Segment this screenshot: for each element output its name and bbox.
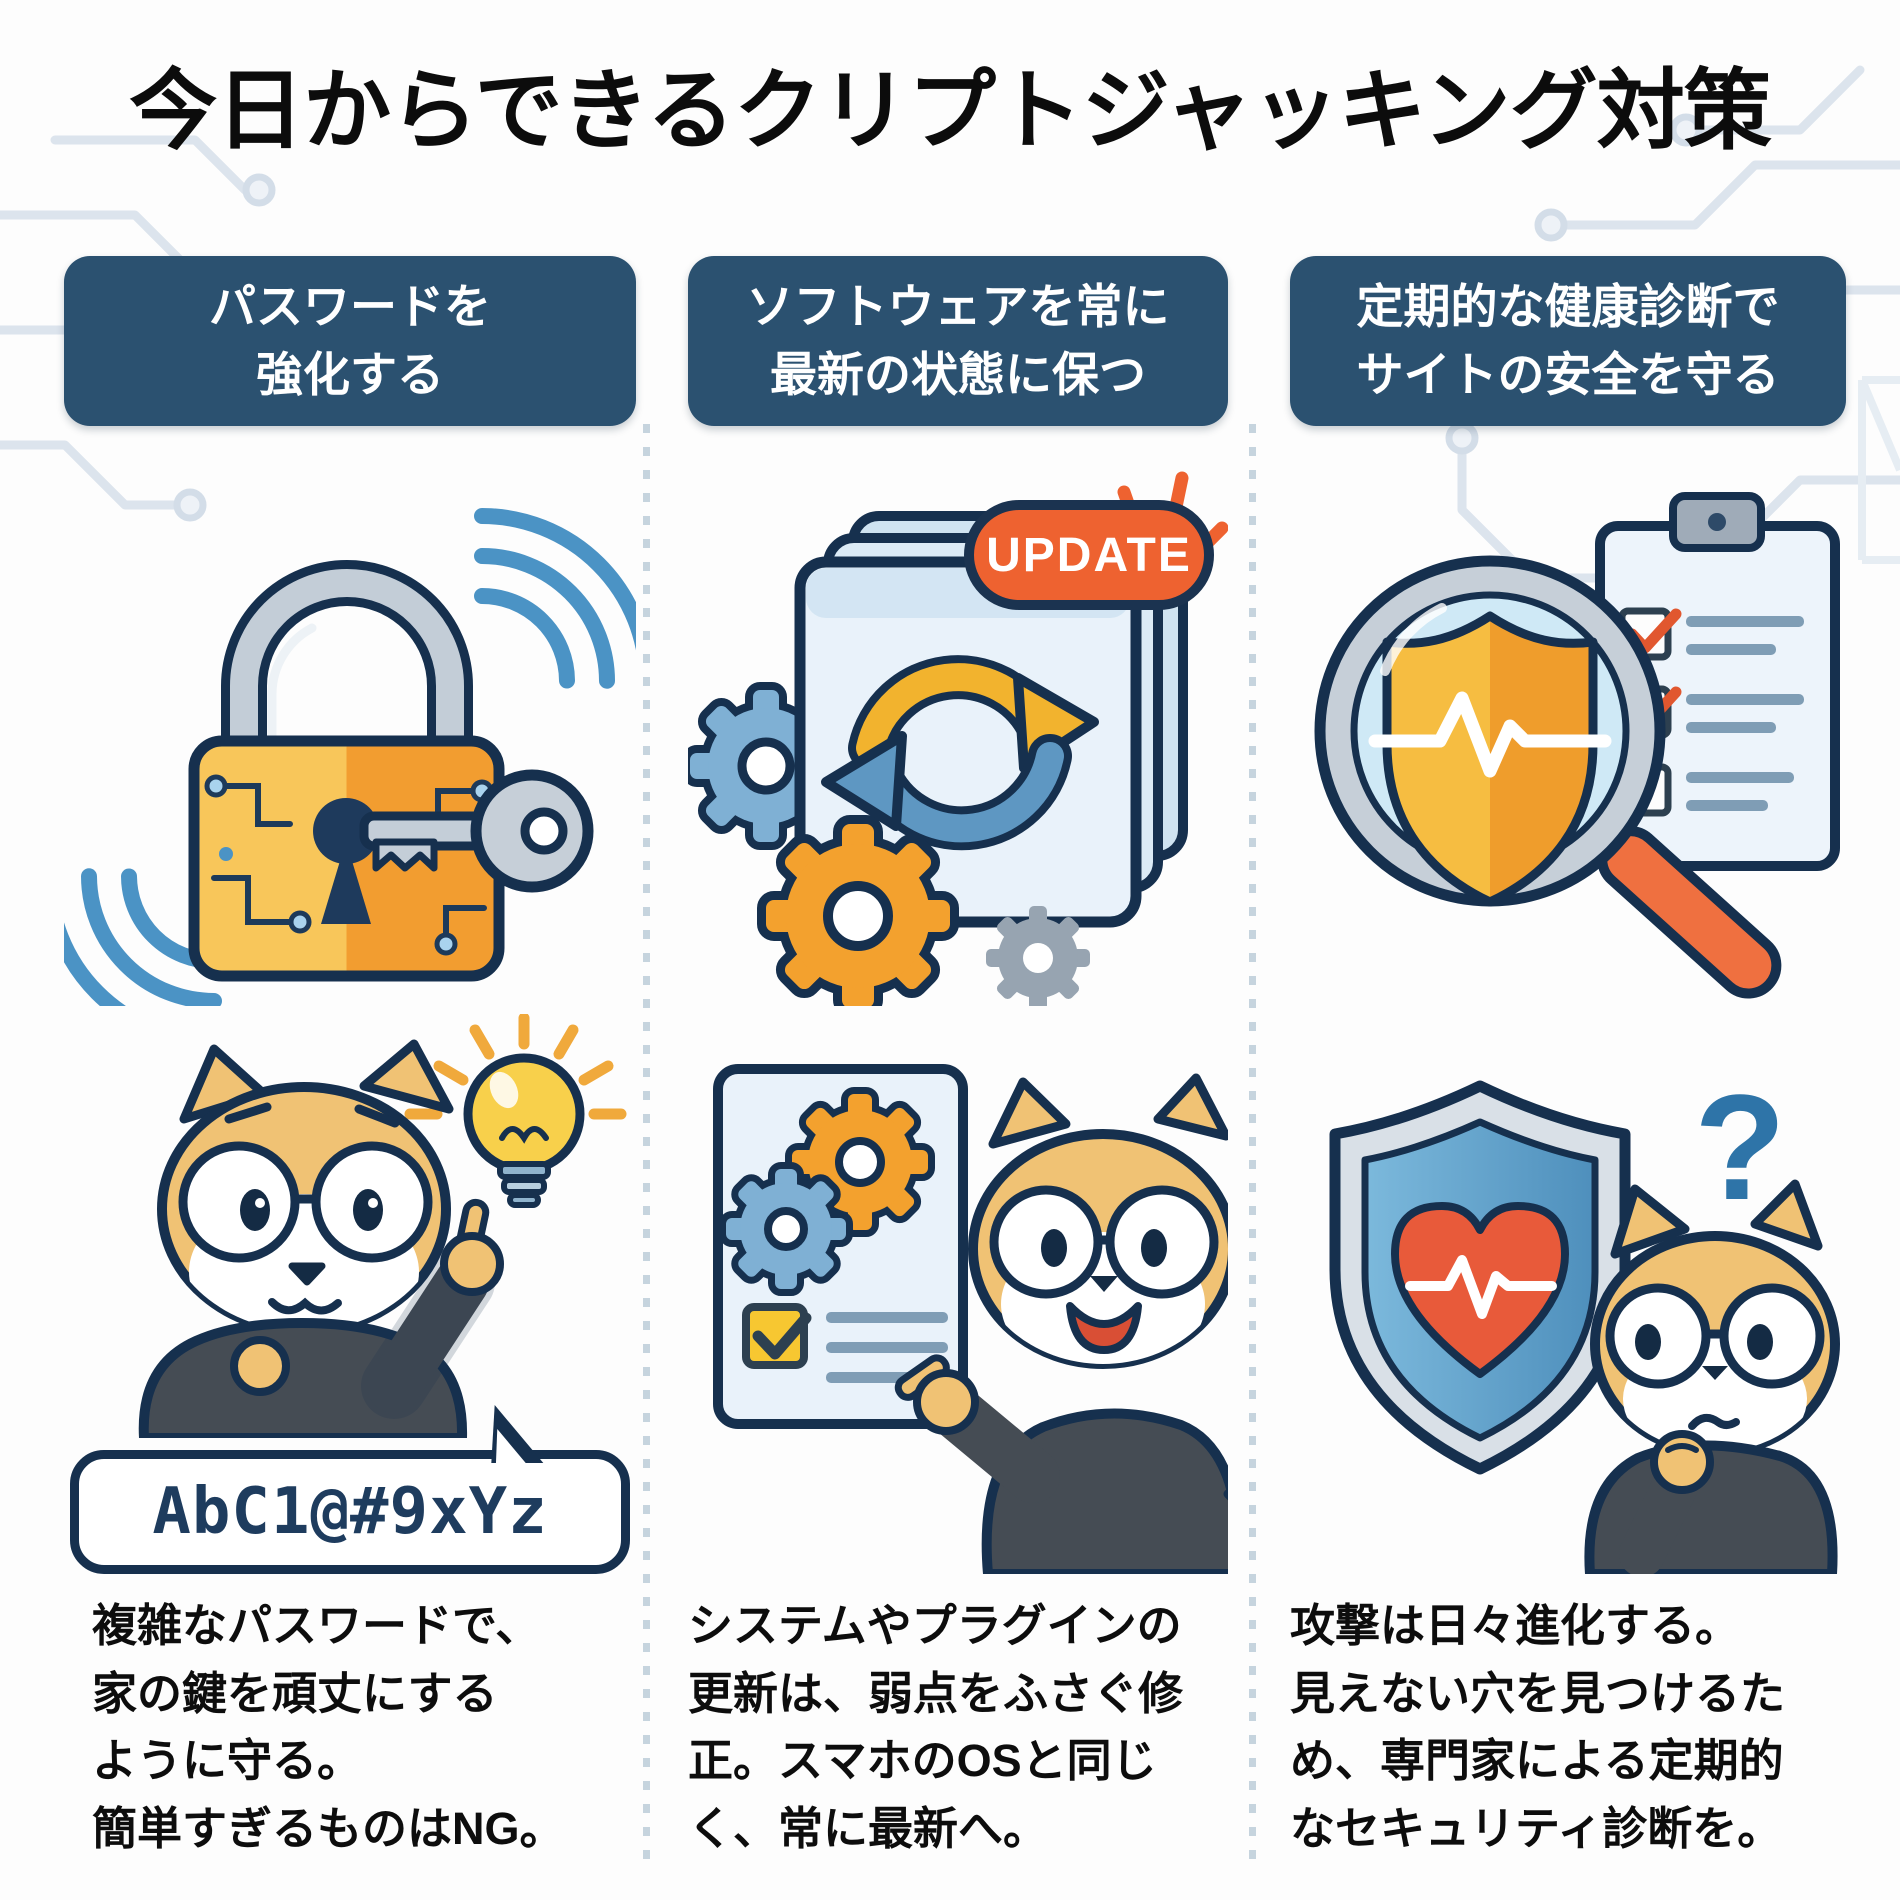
password-mascot-block: AbC1@#9xYz [64,1014,636,1574]
column-divider [1249,424,1256,1864]
gear-icon [690,690,842,842]
shiba-hoodie [929,1385,1228,1574]
wifi-signal-icon [309,508,636,854]
checklist-document-icon [713,1064,968,1429]
password-description: 複雑なパスワードで、 家の鍵を頑丈にする ように守る。 簡単すぎるものはNG。 [64,1592,636,1862]
description-line: 家の鍵を頑丈にする [92,1667,498,1719]
healthcheck-description: 攻撃は日々進化する。 見えない穴を見つけるた め、専門家による定期的 なセキュリ… [1290,1592,1846,1862]
header-line: 最新の状態に保つ [770,348,1146,401]
magnifying-glass-icon [1314,555,1782,999]
key-icon [359,769,594,893]
update-illustration: UPDATE [688,446,1228,1006]
update-mascot-block [688,1014,1228,1574]
update-header: ソフトウェアを常に 最新の状態に保つ [688,256,1228,426]
column-healthcheck: 定期的な健康診断で サイトの安全を守る [1290,256,1846,1862]
gear-icon [986,906,1090,1006]
description-line: め、専門家による定期的 [1290,1735,1784,1786]
column-divider [643,424,650,1864]
shiba-face [968,1073,1228,1369]
shiba-glasses-mascot [138,1014,627,1438]
description-line: システムやプラグインの [688,1600,1182,1651]
refresh-arrows-icon [821,655,1099,851]
shield-heart-icon [1329,1080,1631,1475]
shiba-glasses-mascot: ? [1329,1063,1840,1574]
header-line: ソフトウェアを常に [746,279,1170,333]
password-speech-bubble: AbC1@#9xYz [70,1405,630,1574]
description-line: 更新は、弱点をふさぐ修 [688,1667,1184,1719]
page-title: 今日からできるクリプトジャッキング対策 [129,61,1772,160]
description-line: 攻撃は日々進化する。 [1290,1600,1741,1651]
gear-icon [766,824,950,1006]
healthcheck-header: 定期的な健康診断で サイトの安全を守る [1290,256,1846,426]
shiba-glasses-mascot [713,1064,1228,1574]
security-scan-icon [1314,492,1840,999]
description-line: 見えない穴を見つけるた [1290,1667,1786,1719]
header-line: パスワードを [209,279,491,333]
header-line: 定期的な健康診断で [1356,279,1780,333]
description-line: く、常に最新へ。 [688,1802,1049,1854]
column-update: ソフトウェアを常に 最新の状態に保つ [688,256,1228,1862]
shiba-thinking-hand [1650,1430,1714,1494]
padlock-shackle [221,560,473,769]
scan-illustration [1290,446,1846,1006]
shiba-pointing-hand [230,1198,504,1396]
shiba-pointing-hand [894,1354,979,1435]
column-password: パスワードを 強化する [64,256,636,1862]
header-line: サイトの安全を守る [1356,348,1780,401]
shiba-hoodie [138,1249,495,1438]
shiba-hoodie [1584,1440,1838,1574]
lightbulb-icon [404,1014,627,1208]
shiba-face [157,1039,454,1336]
password-example-text: AbC1@#9xYz [152,1475,548,1549]
healthcheck-mascot-block: ? [1290,1014,1846,1574]
keyhole-icon [313,798,379,924]
padlock-circuit-icon [64,508,636,1006]
description-line: ように守る。 [92,1735,363,1786]
description-line: 正。スマホのOSと同じ [688,1735,1157,1786]
description-line: 複雑なパスワードで、 [92,1600,541,1651]
header-line: 強化する [256,348,444,401]
password-header: パスワードを 強化する [64,256,636,426]
shiba-face [1590,1179,1840,1457]
update-badge: UPDATE [964,500,1214,610]
description-line: なセキュリティ診断を。 [1290,1802,1783,1854]
description-line: 簡単すぎるものはNG。 [92,1802,565,1854]
shield-pulse-icon [1368,611,1612,907]
padlock-illustration [64,446,636,1006]
circuit-dot [219,847,233,861]
update-description: システムやプラグインの 更新は、弱点をふさぐ修 正。スマホのOSと同じ く、常に… [688,1592,1228,1862]
